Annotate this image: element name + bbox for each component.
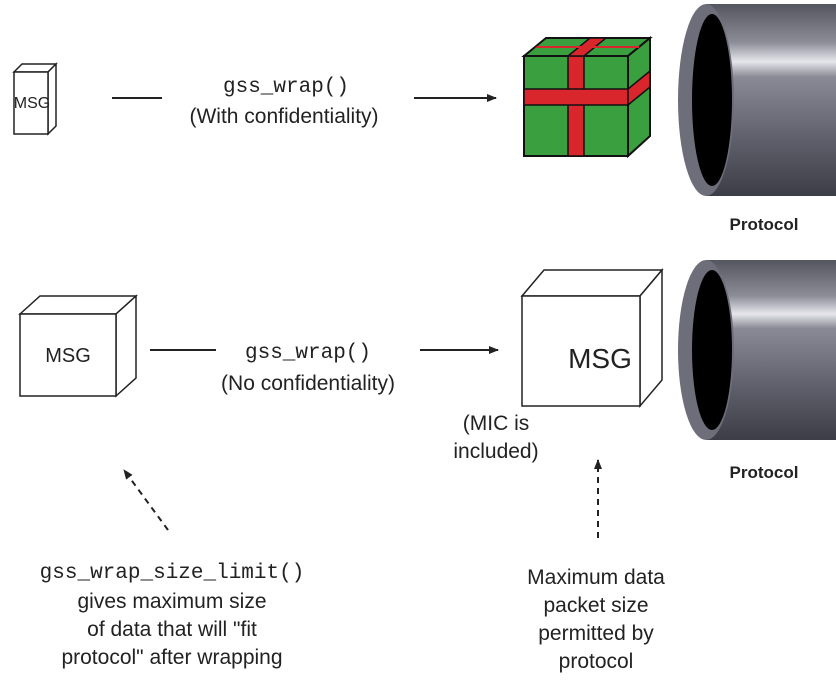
encrypted-gift-box xyxy=(521,35,653,159)
mic-note-line-2: included) xyxy=(453,440,538,463)
top-msg-box: MSG xyxy=(12,62,58,136)
top-protocol-label: Protocol xyxy=(730,215,799,234)
top-function-name: gss_wrap() xyxy=(223,76,349,99)
top-msg-label: MSG xyxy=(14,95,50,112)
bottom-msg-label: MSG xyxy=(45,345,91,367)
bottom-function-name: gss_wrap() xyxy=(245,342,371,365)
mic-note-line-1: (MIC is xyxy=(463,412,530,435)
bottom-protocol-label: Protocol xyxy=(730,463,799,482)
max-packet-line-1: Maximum data xyxy=(527,566,665,589)
size-limit-line-2: of data that will "fit xyxy=(87,618,257,641)
bottom-msg-box: MSG xyxy=(18,294,138,398)
top-protocol-pipe xyxy=(678,4,836,196)
top-function-note: (With confidentiality) xyxy=(189,105,378,128)
max-packet-line-2: packet size xyxy=(543,594,648,617)
size-limit-line-1: gives maximum size xyxy=(77,590,266,613)
max-packet-line-4: protocol xyxy=(559,650,634,673)
wrapped-msg-box: MSG xyxy=(520,267,664,409)
size-limit-function: gss_wrap_size_limit() xyxy=(40,562,305,585)
max-packet-line-3: permitted by xyxy=(538,622,654,645)
size-limit-pointer-arrow xyxy=(123,469,169,531)
bottom-protocol-pipe xyxy=(678,260,836,440)
wrapped-msg-label: MSG xyxy=(568,343,632,374)
size-limit-line-3: protocol" after wrapping xyxy=(61,646,282,669)
bottom-function-note: (No confidentiality) xyxy=(221,372,395,395)
